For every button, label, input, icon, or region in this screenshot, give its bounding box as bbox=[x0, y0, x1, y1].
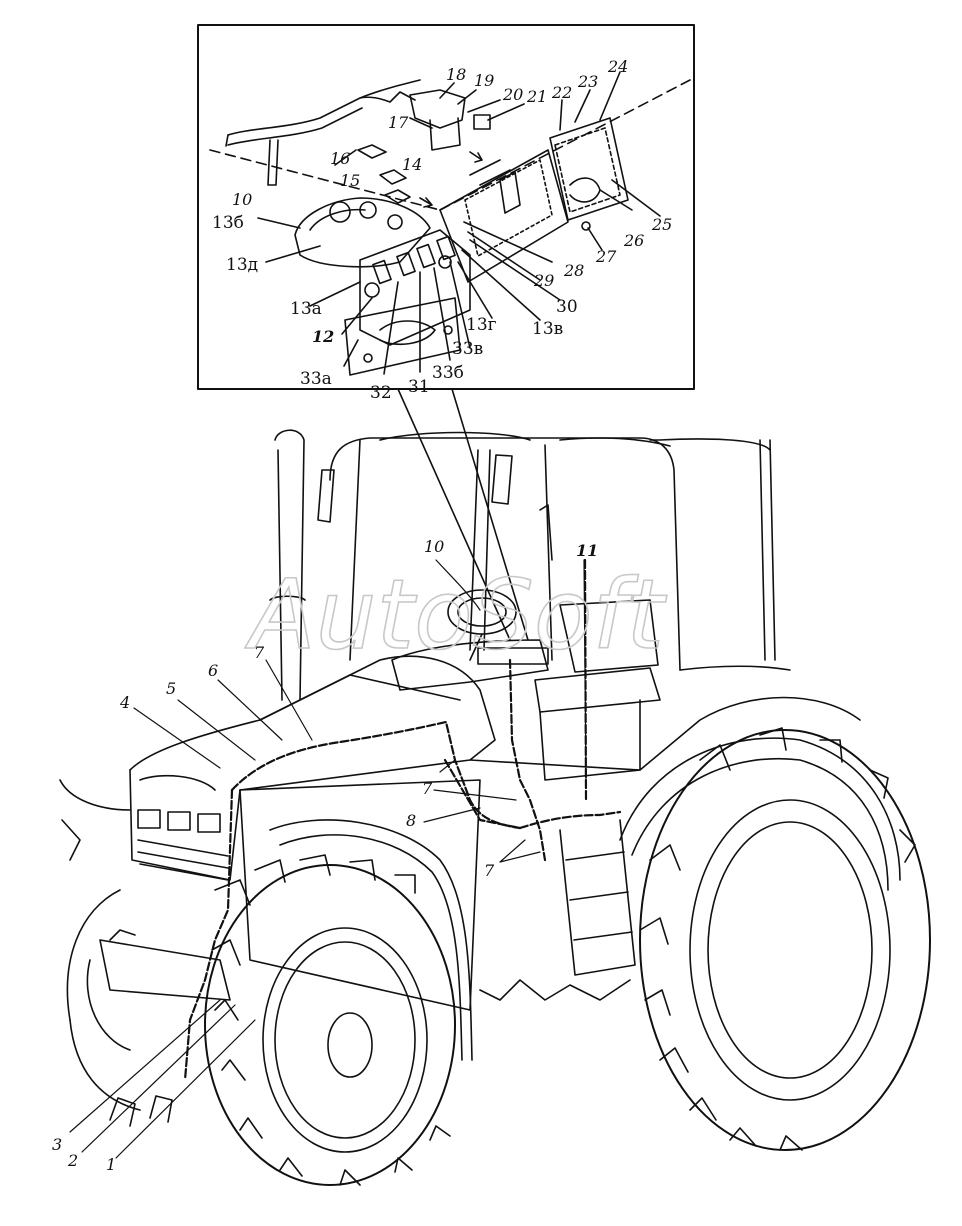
label-10-inset: 10 bbox=[232, 190, 252, 209]
label-33b: 33б bbox=[432, 363, 464, 383]
main-labels: 10 11 7 6 5 4 7 8 7 3 2 1 bbox=[52, 537, 598, 1174]
label-15: 15 bbox=[340, 171, 360, 190]
label-6: 6 bbox=[208, 661, 218, 680]
label-31: 31 bbox=[408, 377, 430, 397]
label-32: 32 bbox=[370, 383, 392, 403]
label-27: 27 bbox=[595, 247, 617, 266]
label-22: 22 bbox=[551, 83, 572, 102]
label-29: 29 bbox=[533, 271, 554, 290]
inset-leader-line-left bbox=[397, 388, 511, 641]
label-26: 26 bbox=[623, 231, 644, 250]
label-10: 10 bbox=[424, 537, 444, 556]
label-20: 20 bbox=[502, 85, 523, 104]
label-12: 12 bbox=[312, 327, 334, 346]
label-17: 17 bbox=[388, 113, 409, 132]
label-19: 19 bbox=[474, 71, 494, 90]
label-30: 30 bbox=[556, 297, 578, 317]
label-14: 14 bbox=[402, 155, 422, 174]
main-leader-lines bbox=[69, 559, 587, 1159]
label-13b: 13б bbox=[212, 213, 244, 233]
label-25: 25 bbox=[651, 215, 672, 234]
label-24: 24 bbox=[607, 57, 628, 76]
inset-leader-line-right bbox=[451, 388, 529, 641]
label-7-bottom: 7 bbox=[484, 861, 495, 880]
label-13d: 13д bbox=[226, 255, 258, 275]
label-28: 28 bbox=[563, 261, 584, 280]
label-7-middle: 7 bbox=[422, 779, 433, 798]
label-2: 2 bbox=[67, 1151, 78, 1170]
label-23: 23 bbox=[577, 72, 598, 91]
label-7-top: 7 bbox=[254, 643, 265, 662]
inset-labels: 18 19 20 21 22 23 24 17 16 14 15 10 13б … bbox=[212, 57, 672, 403]
label-11: 11 bbox=[576, 541, 598, 560]
label-21: 21 bbox=[526, 87, 547, 106]
watermark-text: AutoSoft bbox=[244, 559, 667, 671]
label-13v: 13в bbox=[532, 319, 563, 339]
label-13g: 13г bbox=[466, 315, 497, 335]
label-33v: 33в bbox=[452, 339, 483, 359]
label-13a: 13а bbox=[290, 299, 322, 319]
label-1: 1 bbox=[106, 1155, 116, 1174]
detail-inset-frame bbox=[197, 24, 695, 390]
label-5: 5 bbox=[166, 679, 176, 698]
dashboard-panel-drawing bbox=[209, 71, 691, 376]
label-18: 18 bbox=[446, 65, 466, 84]
label-8: 8 bbox=[406, 811, 416, 830]
label-16: 16 bbox=[330, 149, 350, 168]
label-4: 4 bbox=[119, 693, 130, 712]
tractor-drawing bbox=[59, 429, 931, 1186]
label-3: 3 bbox=[52, 1135, 62, 1154]
label-33a: 33а bbox=[300, 369, 332, 389]
